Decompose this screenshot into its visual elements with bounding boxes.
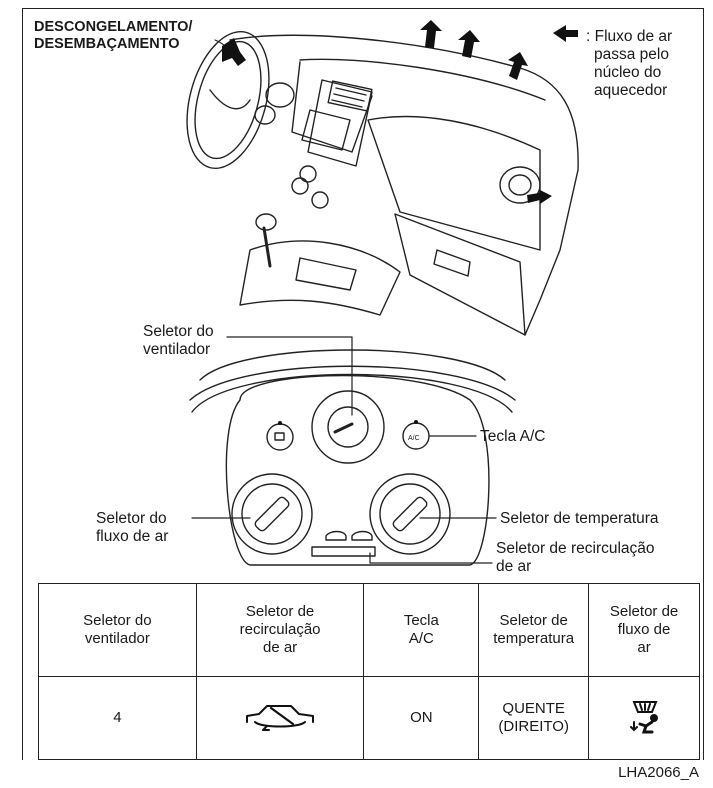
temperature-selector-label: Seletor de temperatura (500, 510, 659, 527)
flow-value (588, 676, 700, 760)
car-recirculation-off-icon (246, 704, 315, 731)
figure-frame (22, 8, 704, 760)
recirc-selector-label-line2: de ar (496, 558, 532, 575)
airflow-arrow-icon (458, 30, 480, 58)
dashboard-illustration: A/C (186, 20, 579, 566)
ac-value: ON (363, 676, 480, 760)
defrost-label-line1: DESCONGELAMENTO/ (34, 19, 193, 35)
table-row: 4 ON QUENTE(DIREITO) (38, 676, 700, 760)
recirc-value (195, 676, 365, 760)
airflow-arrow-icon (222, 38, 246, 66)
airflow-arrow-icon (527, 190, 552, 204)
legend-line3: núcleo do (594, 64, 662, 81)
recirc-selector-label-line1: Seletor de recirculação (496, 540, 655, 557)
flow-selector-label-line1: Seletor do (96, 510, 167, 527)
fan-selector-label-line2: ventilador (143, 341, 211, 358)
legend-line1: : Fluxo de ar (586, 28, 673, 45)
defrost-label-line2: DESEMBAÇAMENTO (34, 36, 180, 52)
airflow-arrow-icon (508, 52, 528, 80)
airflow-arrow-icon (420, 20, 442, 48)
legend-arrow-icon (553, 25, 578, 42)
legend-line4: aquecedor (594, 82, 668, 99)
flow-selector-label-line2: fluxo de ar (96, 528, 169, 545)
fan-selector-label-line1: Seletor do (143, 323, 214, 340)
defrost-floor-icon (630, 700, 659, 733)
ac-key-label: Tecla A/C (480, 428, 546, 445)
ac-button-text: A/C (408, 435, 420, 442)
figure-code: LHA2066_A (618, 764, 699, 781)
legend-line2: passa pelo (594, 46, 669, 63)
temperature-value: QUENTE(DIREITO) (478, 676, 590, 760)
fan-value: 4 (38, 676, 197, 760)
